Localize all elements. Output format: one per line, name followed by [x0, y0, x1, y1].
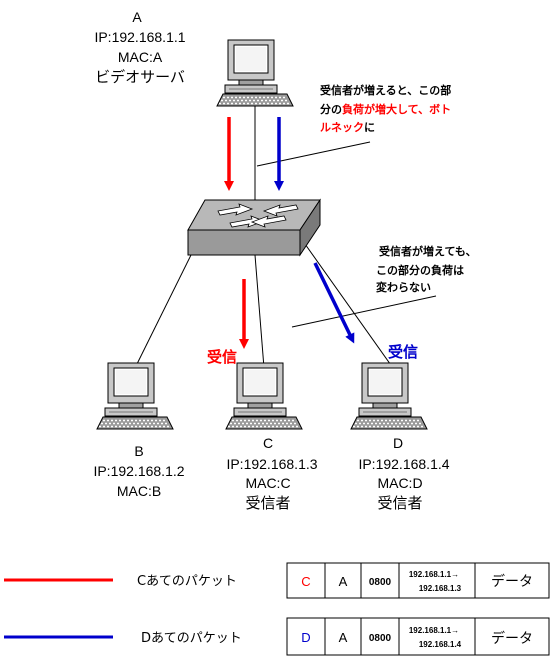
computer-b-icon [96, 362, 174, 430]
packet-c-payload: データ [491, 573, 533, 590]
packet-c-dst-mac: C [301, 574, 310, 589]
receive-label-blue: 受信 [388, 343, 418, 361]
unchanged-leader-line [291, 295, 437, 328]
cable-switch-c [254, 254, 265, 369]
packet-d-src-mac: A [339, 630, 348, 645]
computer-c-icon [225, 362, 303, 430]
host-c-role: 受信者 [245, 494, 290, 512]
packet-d-payload: データ [491, 630, 533, 647]
bottleneck-note-line3: ルネックに [320, 121, 375, 134]
bottleneck-note-line2: 分の負荷が増大して、ボト [320, 102, 451, 116]
host-c-name: C [263, 435, 273, 451]
packet-d-type: 0800 [369, 633, 392, 644]
packet-c-src-ip: 192.168.1.1→ [409, 570, 459, 579]
unchanged-note-line2: この部分の負荷は [376, 263, 464, 277]
host-b-mac: MAC:B [117, 483, 161, 499]
blue-arrow-switch-to-d [313, 262, 355, 344]
packet-d-dst-mac: D [301, 630, 310, 645]
packet-d [286, 617, 550, 656]
unchanged-note-line3: 変わらない [376, 280, 431, 294]
bottleneck-note-line1: 受信者が増えると、この部 [320, 83, 451, 97]
host-d-name: D [393, 435, 403, 451]
host-a-ip: IP:192.168.1.1 [94, 29, 185, 45]
cable-switch-b [134, 252, 193, 369]
legend-row-c: Cあてのパケット C A 0800 192.168.1.1→ 192.168.1… [4, 562, 550, 599]
host-b-name: B [134, 443, 143, 459]
computer-a-icon [216, 39, 294, 107]
legend-c-label: Cあてのパケット [137, 574, 237, 589]
host-c-ip: IP:192.168.1.3 [226, 456, 317, 472]
bottleneck-leader-line [256, 141, 371, 167]
packet-c-type: 0800 [369, 577, 392, 588]
legend-row-d: Dあてのパケット D A 0800 192.168.1.1→ 192.168.1… [4, 617, 550, 656]
packet-d-dst-ip: 192.168.1.4 [419, 640, 462, 649]
host-d-ip: IP:192.168.1.4 [358, 456, 449, 472]
switch-icon [187, 198, 321, 257]
host-a-role: ビデオサーバ [95, 68, 185, 86]
unchanged-note-line1: 受信者が増えても、 [379, 244, 477, 258]
packet-c [286, 562, 550, 599]
packet-c-src-mac: A [339, 574, 348, 589]
host-d-role: 受信者 [377, 494, 422, 512]
host-a-mac: MAC:A [118, 49, 163, 65]
host-d-mac: MAC:D [377, 475, 422, 491]
legend-d-label: Dあてのパケット [141, 631, 242, 646]
packet-c-dst-ip: 192.168.1.3 [419, 584, 462, 593]
computer-d-icon [350, 362, 428, 430]
host-c-mac: MAC:C [245, 475, 290, 491]
cable-switch-d [304, 243, 394, 369]
packet-d-src-ip: 192.168.1.1→ [409, 626, 459, 635]
receive-label-red: 受信 [207, 348, 237, 366]
host-b-ip: IP:192.168.1.2 [93, 463, 184, 479]
host-a-name: A [132, 9, 142, 25]
